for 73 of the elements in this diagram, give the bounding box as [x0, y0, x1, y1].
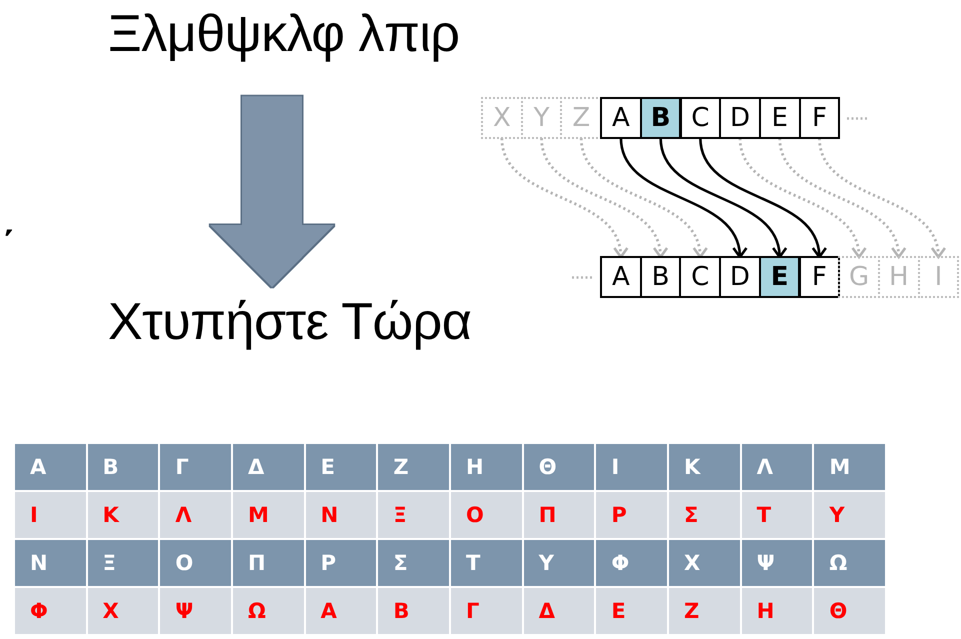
letter-cell: F: [798, 256, 840, 298]
cipher-letter-cell: Ψ: [160, 588, 231, 634]
cipher-letter-cell: Κ: [88, 492, 158, 538]
accent-mark: ΄: [2, 226, 16, 266]
letter-cell: F: [798, 97, 840, 139]
plain-letter-cell: Α: [15, 444, 86, 490]
plain-letter-cell: Χ: [669, 540, 740, 586]
plain-letter-cell: Μ: [814, 444, 886, 490]
plain-letter-cell: Φ: [596, 540, 668, 586]
cipher-letter-cell: Σ: [669, 492, 740, 538]
letter-cell: C: [679, 256, 722, 298]
dotted-arrow: [818, 138, 945, 258]
dotted-arrow: [738, 138, 866, 258]
highlighted-letter-cell: E: [758, 256, 800, 298]
plain-letter-cell: Ξ: [88, 540, 158, 586]
cipher-letter-cell: Δ: [524, 588, 594, 634]
letter-cell: E: [758, 97, 801, 139]
plain-letter-cell: Θ: [524, 444, 594, 490]
plain-letter-cell: Ο: [160, 540, 231, 586]
dotted-arrow: [778, 138, 906, 258]
cipher-letter-cell: Ν: [306, 492, 376, 538]
plain-letter-cell: Σ: [378, 540, 449, 586]
plain-letter-cell: Ω: [814, 540, 886, 586]
block-arrow: [210, 96, 334, 287]
letter-cell: A: [600, 97, 642, 139]
cipher-letter-cell: Ρ: [596, 492, 668, 538]
plain-letter-cell: Ν: [15, 540, 86, 586]
plain-letter-cell: Π: [233, 540, 304, 586]
dotted-arrow: [580, 138, 707, 258]
cipher-letter-cell: Ξ: [378, 492, 449, 538]
cipher-letter-cell: Ι: [15, 492, 86, 538]
heading: Ξλμθψκλφ λπιρ: [108, 6, 460, 64]
plain-letter-cell: Β: [88, 444, 158, 490]
plain-letter-cell: Δ: [233, 444, 304, 490]
plain-letter-cell: Ψ: [742, 540, 812, 586]
cipher-letter-cell: Ο: [451, 492, 522, 538]
cipher-letter-cell: Α: [306, 588, 376, 634]
dotted-arrow: [500, 138, 628, 258]
plain-letter-cell: Ζ: [378, 444, 449, 490]
letter-cell: D: [719, 97, 761, 139]
letter-cell: B: [640, 256, 682, 298]
cipher-letter-cell: Χ: [88, 588, 158, 634]
cipher-letter-cell: Φ: [15, 588, 86, 634]
arrow: [620, 138, 746, 258]
cipher-letter-cell: Γ: [451, 588, 522, 634]
cipher-letter-cell: Μ: [233, 492, 304, 538]
cipher-letter-cell: Λ: [160, 492, 231, 538]
cipher-letter-cell: Θ: [814, 588, 886, 634]
arrow: [699, 138, 826, 258]
cipher-letter-cell: Π: [524, 492, 594, 538]
plain-letter-cell: Κ: [669, 444, 740, 490]
cipher-letter-cell: Β: [378, 588, 449, 634]
cipher-letter-cell: Τ: [742, 492, 812, 538]
cipher-letter-cell: Ε: [596, 588, 668, 634]
plain-letter-cell: Ε: [306, 444, 376, 490]
arrow: [659, 138, 786, 258]
plain-letter-cell: Γ: [160, 444, 231, 490]
letter-cell: A: [600, 256, 642, 298]
subheading: Χτυπήστε Τώρα: [108, 287, 472, 358]
cipher-letter-cell: Υ: [814, 492, 886, 538]
cipher-letter-cell: Ω: [233, 588, 304, 634]
dotted-arrow: [540, 138, 667, 258]
plain-letter-cell: Τ: [451, 540, 522, 586]
cipher-letter-cell: Ζ: [669, 588, 740, 634]
highlighted-letter-cell: B: [640, 97, 682, 139]
letter-cell: D: [719, 256, 761, 298]
cipher-letter-cell: Η: [742, 588, 812, 634]
plain-letter-cell: Η: [451, 444, 522, 490]
plain-letter-cell: Λ: [742, 444, 812, 490]
plain-letter-cell: Υ: [524, 540, 594, 586]
plain-letter-cell: Ρ: [306, 540, 376, 586]
plain-letter-cell: Ι: [596, 444, 668, 490]
letter-cell: C: [680, 97, 722, 139]
